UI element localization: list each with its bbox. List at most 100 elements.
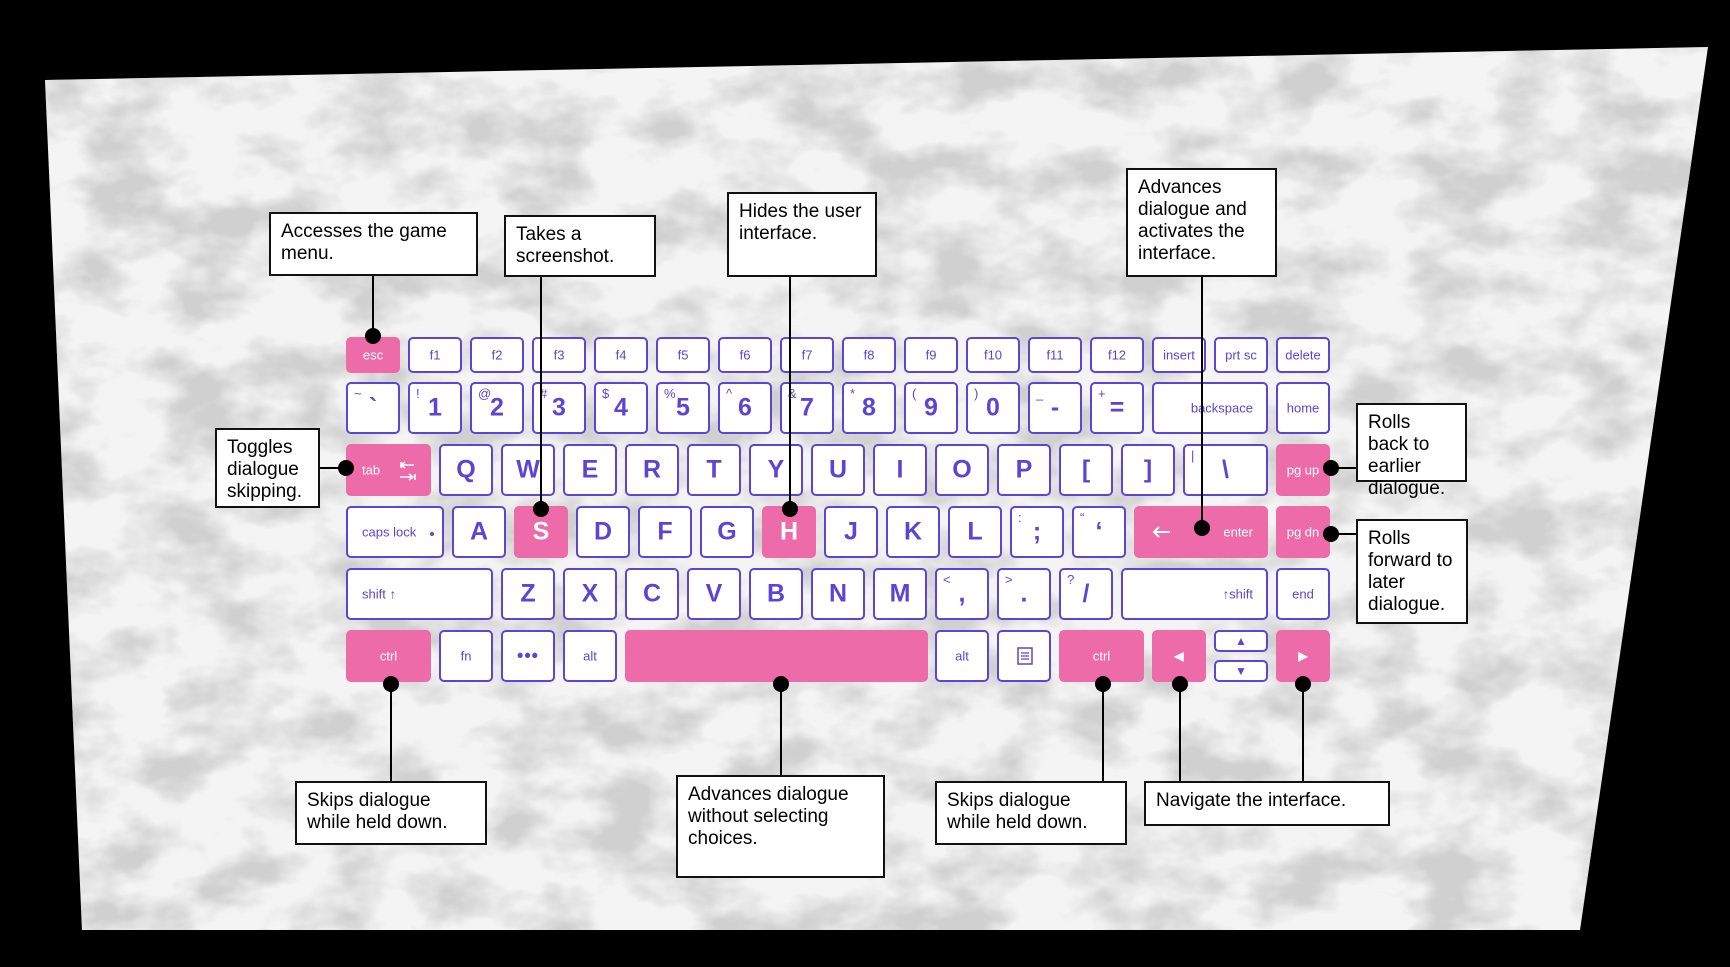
- leader-dot-h: [782, 501, 798, 517]
- key-a[interactable]: A: [452, 506, 506, 558]
- key-equals[interactable]: +=: [1090, 382, 1144, 434]
- key-semicolon[interactable]: :;: [1010, 506, 1064, 558]
- key-fn[interactable]: fn: [439, 630, 493, 682]
- leader-line-s: [540, 275, 542, 509]
- key-up-arrow[interactable]: ▲: [1214, 630, 1268, 652]
- key-n[interactable]: N: [811, 568, 865, 620]
- key-tab[interactable]: tab: [346, 444, 431, 496]
- key-g[interactable]: G: [700, 506, 754, 558]
- key-f8[interactable]: f8: [842, 337, 896, 373]
- key-left-ctrl[interactable]: ctrl: [346, 630, 431, 682]
- key-6[interactable]: ^6: [718, 382, 772, 434]
- key-j[interactable]: J: [824, 506, 878, 558]
- key-f2[interactable]: f2: [470, 337, 524, 373]
- key-f1[interactable]: f1: [408, 337, 462, 373]
- key-1[interactable]: !1: [408, 382, 462, 434]
- key-backtick[interactable]: ~`: [346, 382, 400, 434]
- key-prt-sc[interactable]: prt sc: [1214, 337, 1268, 373]
- key-f9[interactable]: f9: [904, 337, 958, 373]
- key-i[interactable]: I: [873, 444, 927, 496]
- key-m[interactable]: M: [873, 568, 927, 620]
- right-shift-label: shift: [1229, 586, 1253, 602]
- left-shift-label: shift: [362, 586, 386, 602]
- callout-arrows: Navigate the interface.: [1144, 781, 1390, 826]
- leader-line-tab: [320, 467, 346, 469]
- key-space[interactable]: [625, 630, 928, 682]
- caps-indicator-icon: [430, 532, 434, 536]
- key-menu[interactable]: [997, 630, 1051, 682]
- key-5[interactable]: %5: [656, 382, 710, 434]
- key-q[interactable]: Q: [439, 444, 493, 496]
- key-right-ctrl[interactable]: ctrl: [1059, 630, 1144, 682]
- key-f12[interactable]: f12: [1090, 337, 1144, 373]
- callout-lctrl: Skips dialogue while held down.: [295, 781, 487, 845]
- key-2[interactable]: @2: [470, 382, 524, 434]
- key-8[interactable]: *8: [842, 382, 896, 434]
- leader-line-pgdn: [1331, 533, 1357, 535]
- key-f6[interactable]: f6: [718, 337, 772, 373]
- key-f11[interactable]: f11: [1028, 337, 1082, 373]
- key-f10[interactable]: f10: [966, 337, 1020, 373]
- dots-icon: •••: [517, 645, 539, 666]
- key-home[interactable]: home: [1276, 382, 1330, 434]
- leader-dot-pgup: [1323, 460, 1339, 476]
- key-k[interactable]: K: [886, 506, 940, 558]
- key-f4[interactable]: f4: [594, 337, 648, 373]
- key-period[interactable]: >.: [997, 568, 1051, 620]
- key-w[interactable]: W: [501, 444, 555, 496]
- key-f[interactable]: F: [638, 506, 692, 558]
- leader-dot-tab: [338, 460, 354, 476]
- down-arrow-icon: ▼: [1235, 664, 1247, 678]
- key-p[interactable]: P: [997, 444, 1051, 496]
- key-left-shift[interactable]: shift ↑: [346, 568, 493, 620]
- key-slash[interactable]: ?/: [1059, 568, 1113, 620]
- key-9[interactable]: (9: [904, 382, 958, 434]
- key-v[interactable]: V: [687, 568, 741, 620]
- key-right-arrow[interactable]: ▶: [1276, 630, 1330, 682]
- callout-space: Advances dialogue without selecting choi…: [676, 775, 885, 878]
- key-left-alt[interactable]: alt: [563, 630, 617, 682]
- key-4[interactable]: $4: [594, 382, 648, 434]
- key-down-arrow[interactable]: ▼: [1214, 660, 1268, 682]
- key-end[interactable]: end: [1276, 568, 1330, 620]
- key-c[interactable]: C: [625, 568, 679, 620]
- shift-up-icon: ↑: [1222, 586, 1230, 602]
- key-insert[interactable]: insert: [1152, 337, 1206, 373]
- key-right-shift[interactable]: ↑shift: [1121, 568, 1268, 620]
- key-quote[interactable]: “‘: [1072, 506, 1126, 558]
- key-y[interactable]: Y: [749, 444, 803, 496]
- key-os[interactable]: •••: [501, 630, 555, 682]
- key-pg-up[interactable]: pg up: [1276, 444, 1330, 496]
- left-arrow-icon: ◀: [1174, 649, 1184, 663]
- leader-dot-left-arrow: [1172, 676, 1188, 692]
- key-minus[interactable]: _-: [1028, 382, 1082, 434]
- key-left-arrow[interactable]: ◀: [1152, 630, 1206, 682]
- callout-pgup: Rolls back to earlier dialogue.: [1356, 403, 1467, 499]
- key-left-bracket[interactable]: [: [1059, 444, 1113, 496]
- leader-line-space: [780, 683, 782, 776]
- right-arrow-icon: ▶: [1298, 649, 1308, 663]
- key-right-alt[interactable]: alt: [935, 630, 989, 682]
- key-u[interactable]: U: [811, 444, 865, 496]
- key-z[interactable]: Z: [501, 568, 555, 620]
- key-caps-lock[interactable]: caps lock: [346, 506, 444, 558]
- key-r[interactable]: R: [625, 444, 679, 496]
- key-l[interactable]: L: [948, 506, 1002, 558]
- leader-line-rctrl: [1102, 683, 1104, 782]
- key-d[interactable]: D: [576, 506, 630, 558]
- leader-dot-esc: [365, 328, 381, 344]
- key-backslash[interactable]: |\: [1183, 444, 1268, 496]
- key-b[interactable]: B: [749, 568, 803, 620]
- key-comma[interactable]: <,: [935, 568, 989, 620]
- key-backspace[interactable]: backspace: [1152, 382, 1268, 434]
- key-e[interactable]: E: [563, 444, 617, 496]
- key-pg-dn[interactable]: pg dn: [1276, 506, 1330, 558]
- key-delete[interactable]: delete: [1276, 337, 1330, 373]
- key-0[interactable]: )0: [966, 382, 1020, 434]
- key-x[interactable]: X: [563, 568, 617, 620]
- key-t[interactable]: T: [687, 444, 741, 496]
- key-f5[interactable]: f5: [656, 337, 710, 373]
- key-right-bracket[interactable]: ]: [1121, 444, 1175, 496]
- callout-esc: Accesses the game menu.: [269, 212, 478, 276]
- key-o[interactable]: O: [935, 444, 989, 496]
